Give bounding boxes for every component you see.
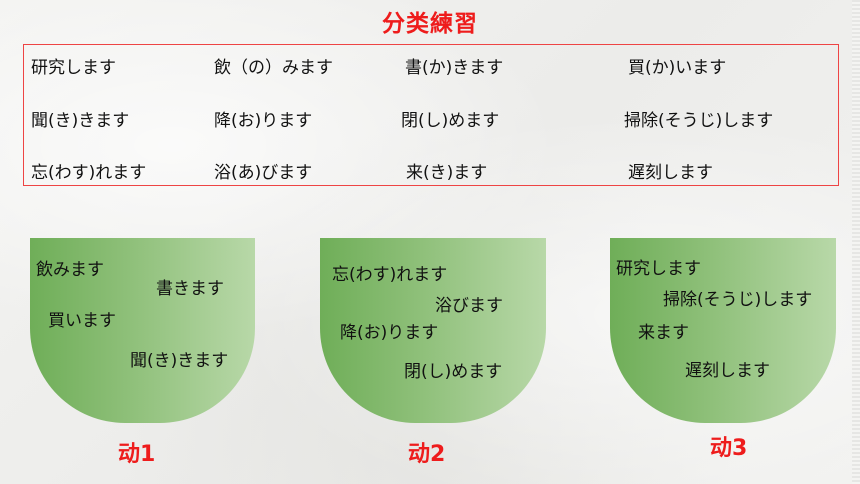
group-1-label: 动1 (118, 442, 156, 467)
group-1-item: 聞(き)きます (130, 351, 229, 371)
group-2-bowl: 忘(わす)れます 浴びます 降(お)ります 閉(し)めます (320, 238, 546, 423)
word-list-box: 研究します 飲（の）みます 書(か)きます 買(か)います 聞(き)きます 降(… (23, 44, 839, 186)
group-3-item: 掃除(そうじ)します (663, 290, 813, 310)
word-item: 忘(わす)れます (31, 163, 147, 183)
group-3-bowl: 研究します 掃除(そうじ)します 来ます 遅刻します (610, 238, 836, 423)
group-3-label: 动3 (710, 436, 748, 461)
word-item: 来(き)ます (406, 163, 488, 183)
group-2-item: 降(お)ります (340, 323, 439, 343)
word-item: 買(か)います (628, 58, 727, 78)
group-3-item: 研究します (616, 259, 701, 279)
word-item: 研究します (31, 58, 116, 78)
word-item: 飲（の）みます (214, 58, 333, 78)
group-1-item: 買います (48, 311, 116, 331)
word-item: 遅刻します (628, 163, 713, 183)
group-2-item: 忘(わす)れます (332, 265, 448, 285)
group-1-item: 書きます (156, 279, 224, 299)
group-3-item: 遅刻します (685, 361, 770, 381)
group-2-item: 閉(し)めます (404, 362, 503, 382)
word-item: 浴(あ)びます (214, 163, 313, 183)
group-2-label: 动2 (408, 442, 446, 467)
page-title: 分类練習 (382, 11, 478, 37)
group-1-bowl: 飲みます 書きます 買います 聞(き)きます (30, 238, 255, 423)
word-item: 閉(し)めます (401, 111, 500, 131)
page-edge (852, 0, 860, 484)
group-2-item: 浴びます (435, 296, 503, 316)
group-1-item: 飲みます (36, 260, 104, 280)
word-item: 聞(き)きます (31, 111, 130, 131)
word-item: 降(お)ります (214, 111, 313, 131)
word-item: 掃除(そうじ)します (624, 111, 774, 131)
group-3-item: 来ます (638, 323, 689, 343)
word-item: 書(か)きます (405, 58, 504, 78)
